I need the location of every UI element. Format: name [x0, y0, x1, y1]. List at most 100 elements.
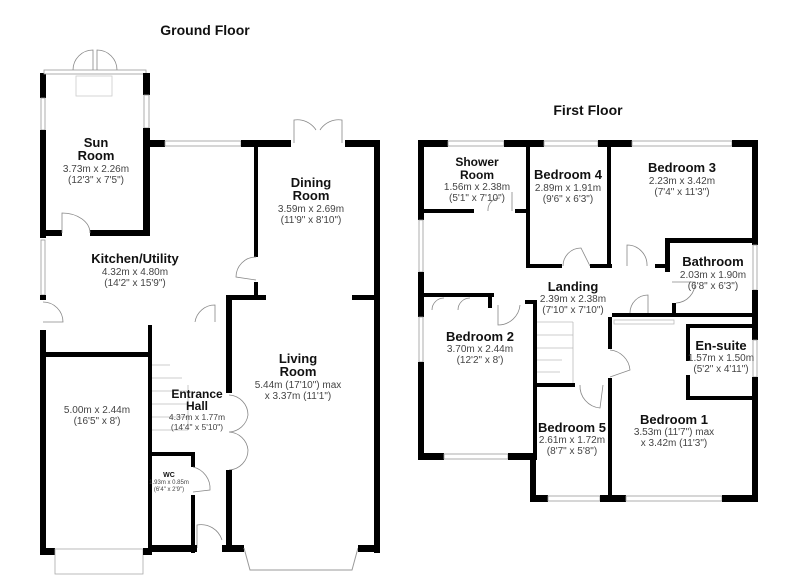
french-doors[interactable]	[72, 49, 118, 71]
wall	[686, 396, 758, 400]
room-name: Room	[460, 168, 494, 182]
window	[418, 219, 424, 273]
staircase	[537, 321, 574, 385]
door[interactable]	[562, 247, 591, 267]
room-garage: 5.00m x 2.44m (16'5" x 8')	[64, 405, 130, 427]
door[interactable]	[192, 466, 211, 493]
wall	[418, 453, 444, 460]
wall	[533, 300, 537, 460]
window	[543, 140, 599, 147]
wall	[352, 295, 376, 300]
first-floor-plan: First Floor	[418, 102, 758, 502]
door[interactable]	[42, 301, 64, 323]
wall	[665, 238, 670, 272]
wardrobe	[613, 319, 675, 325]
room-dimensions: 3.59m x 2.69m	[278, 204, 344, 215]
door[interactable]	[672, 281, 696, 304]
window	[164, 140, 242, 147]
wall	[504, 140, 544, 147]
wall	[608, 378, 612, 498]
wall	[600, 495, 626, 502]
room-dimensions-imperial: (16'5" x 8')	[74, 416, 121, 427]
double-door[interactable]	[228, 394, 249, 471]
room-bathroom: Bathroom 2.03m x 1.90m (6'8" x 6'3")	[680, 254, 746, 292]
wall	[191, 495, 195, 553]
room-name: Bedroom 2	[446, 329, 514, 344]
wall	[488, 293, 492, 308]
room-name: Shower	[455, 155, 499, 169]
window	[447, 140, 505, 147]
room-landing: Landing 2.39m x 2.38m (7'10" x 7'10")	[540, 279, 606, 316]
wall	[612, 313, 692, 317]
room-entrance-hall: Entrance Hall 4.37m x 1.77m (14'4" x 5'1…	[169, 387, 225, 432]
wall	[226, 295, 232, 393]
door[interactable]	[487, 192, 513, 212]
room-name: Room	[280, 364, 317, 379]
door[interactable]	[61, 212, 91, 234]
room-name: Entrance	[171, 387, 223, 401]
window	[40, 97, 46, 131]
room-dimensions: 2.23m x 3.42m	[649, 176, 715, 187]
room-bedroom-2: Bedroom 2 3.70m x 2.44m (12'2" x 8')	[446, 329, 514, 366]
wall	[148, 325, 152, 555]
first-floor-title: First Floor	[553, 102, 623, 118]
room-dimensions-imperial: (8'7" x 5'8")	[547, 446, 597, 457]
room-dimensions: 1.56m x 2.38m	[444, 182, 510, 193]
room-dimensions-imperial: (9'6" x 6'3")	[543, 194, 593, 205]
door[interactable]	[194, 304, 216, 323]
door[interactable]	[629, 294, 649, 314]
french-doors[interactable]	[293, 119, 343, 143]
window	[631, 140, 733, 147]
wall	[241, 140, 291, 147]
window	[752, 244, 758, 291]
room-dimensions-imperial: (14'2" x 15'9")	[104, 278, 166, 289]
door[interactable]	[497, 304, 521, 326]
room-dimensions: 2.61m x 1.72m	[539, 435, 605, 446]
wall	[752, 377, 758, 502]
wall	[254, 282, 258, 296]
wall	[345, 140, 380, 147]
wall	[590, 264, 612, 268]
window	[625, 495, 723, 502]
window	[418, 316, 424, 363]
room-dimensions-imperial: x 3.42m (11'3")	[641, 438, 707, 449]
room-name: Bathroom	[682, 254, 743, 269]
wall	[226, 295, 266, 300]
wall	[424, 209, 474, 213]
door[interactable]	[579, 384, 604, 409]
room-bedroom-3: Bedroom 3 2.23m x 3.42m (7'4" x 11'3")	[648, 160, 716, 198]
room-dimensions: 5.44m (17'10") max	[255, 380, 342, 391]
window	[143, 94, 150, 129]
wall	[515, 209, 530, 213]
room-name: Landing	[548, 279, 599, 294]
door[interactable]	[235, 256, 257, 281]
wardrobe-doors	[431, 297, 471, 311]
wall	[418, 362, 424, 460]
wall	[607, 147, 611, 268]
wall	[40, 73, 46, 98]
wall	[418, 140, 448, 147]
wall	[530, 453, 536, 502]
ground-floor-plan: Ground Floor	[40, 22, 380, 575]
wall	[40, 295, 46, 300]
room-shower: Shower Room 1.56m x 2.38m (5'1" x 7'10")	[444, 155, 510, 204]
room-dimensions-imperial: (7'10" x 7'10")	[542, 305, 604, 316]
door[interactable]	[609, 349, 631, 378]
room-bedroom-4: Bedroom 4 2.89m x 1.91m (9'6" x 6'3")	[534, 167, 603, 205]
room-dimensions-imperial: (11'9" x 8'10")	[281, 215, 342, 226]
room-dimensions-imperial: (12'2" x 8')	[457, 355, 504, 366]
room-name: Dining	[291, 175, 331, 190]
wall	[537, 383, 575, 387]
front-door[interactable]	[196, 524, 223, 548]
wall	[526, 147, 530, 268]
wall	[40, 330, 46, 555]
wall	[508, 453, 536, 460]
room-dimensions: 1.93m x 0.85m	[149, 480, 189, 486]
wall	[608, 317, 612, 349]
window	[43, 69, 147, 75]
room-name: En-suite	[695, 338, 746, 353]
room-dimensions: 2.03m x 1.90m	[680, 270, 746, 281]
door[interactable]	[626, 244, 648, 267]
room-dimensions: 3.70m x 2.44m	[447, 344, 513, 355]
